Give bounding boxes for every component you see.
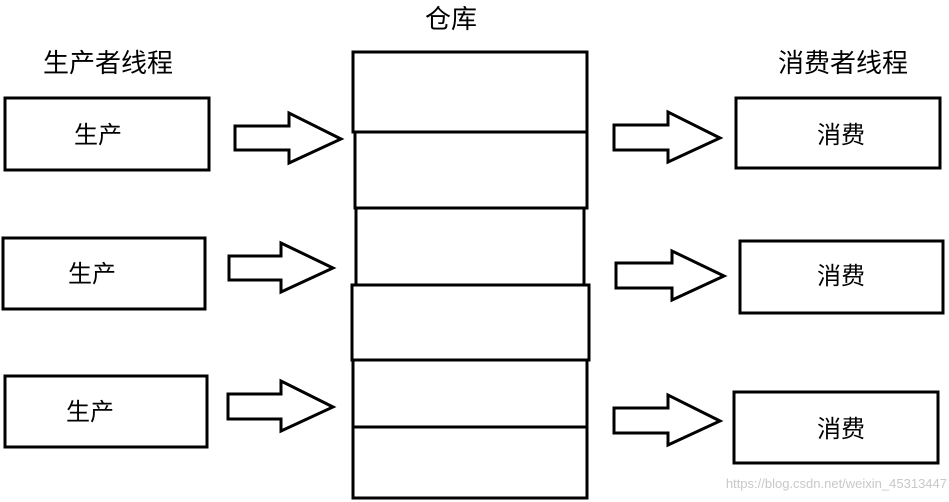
warehouse-to-consumer-arrow [614, 248, 728, 303]
producer-box: 生产 [3, 374, 209, 449]
warehouse-to-consumer-arrow [612, 392, 724, 448]
producers-title: 生产者线程 [43, 49, 173, 79]
warehouse-to-consumer-arrow [612, 109, 724, 165]
producer-to-warehouse-arrow [226, 378, 337, 434]
warehouse-stack [350, 50, 591, 500]
producer-to-warehouse-arrow [227, 240, 337, 295]
warehouse-title: 仓库 [425, 5, 477, 35]
consumers-title: 消费者线程 [778, 49, 908, 79]
consumer-label: 消费 [817, 121, 865, 149]
warehouse-slot [353, 130, 589, 210]
warehouse-slot [350, 283, 591, 362]
consumer-box: 消费 [738, 239, 945, 315]
consumer-box: 消费 [734, 96, 942, 170]
warehouse-slot [351, 50, 589, 134]
producer-label: 生产 [66, 398, 114, 426]
warehouse-slot [354, 206, 586, 287]
consumer-label: 消费 [817, 415, 865, 443]
warehouse-slot [351, 425, 589, 500]
producer-to-warehouse-arrow [233, 110, 345, 166]
consumer-label: 消费 [817, 262, 865, 290]
consumer-box: 消费 [732, 390, 940, 465]
watermark-text: https://blog.csdn.net/weixin_45313447 [726, 476, 947, 491]
producer-box: 生产 [1, 236, 207, 311]
warehouse-slot [351, 358, 589, 429]
producer-label: 生产 [74, 121, 122, 149]
producer-label: 生产 [68, 260, 116, 288]
producer-box: 生产 [3, 96, 211, 172]
